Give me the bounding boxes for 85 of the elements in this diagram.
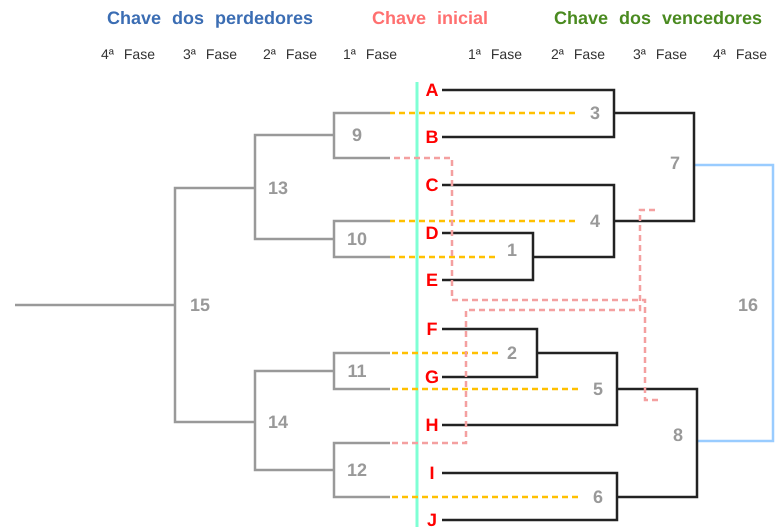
phase-label: 2ª Fase: [263, 46, 317, 62]
bracket-line: [614, 220, 655, 222]
bracket-heading: Chave dos vencedores: [554, 8, 762, 29]
match-bracket: [334, 443, 390, 497]
team-label: E: [422, 270, 442, 290]
match-bracket: [575, 90, 614, 137]
bracket-line: [617, 388, 658, 390]
match-bracket: [578, 473, 617, 520]
phase-label: 4ª Fase: [713, 46, 767, 62]
bracket-line: [442, 88, 575, 92]
match-number: 13: [268, 178, 288, 198]
match-number: 12: [346, 460, 368, 480]
match-number: 14: [268, 412, 288, 432]
match-number: 1: [507, 240, 517, 260]
bracket-line: [15, 304, 175, 306]
bracket-line: [442, 184, 575, 186]
team-label: D: [422, 223, 442, 243]
bracket-line: [442, 278, 495, 282]
dashed-line: [390, 220, 575, 222]
match-number: 2: [507, 343, 517, 363]
match-number: 6: [593, 487, 603, 507]
bracket-line: [220, 420, 255, 424]
phase-label: 3ª Fase: [183, 46, 237, 62]
bracket-line: [300, 468, 334, 472]
match-number: 7: [670, 153, 680, 173]
bracket-line: [442, 232, 495, 234]
team-label: G: [422, 367, 442, 387]
bracket-line: [697, 440, 735, 442]
bracket-line: [300, 134, 334, 136]
match-number: 4: [590, 211, 600, 231]
phase-label: 1ª Fase: [343, 46, 397, 62]
match-bracket: [175, 188, 220, 422]
phase-label: 2ª Fase: [551, 46, 605, 62]
dashed-line: [390, 256, 495, 258]
bracket-line: [694, 164, 735, 166]
bracket-line: [442, 472, 578, 474]
match-bracket: [578, 353, 617, 425]
match-bracket: [498, 329, 537, 377]
match-number: 15: [190, 295, 210, 315]
match-bracket: [334, 221, 390, 257]
match-number: 9: [352, 125, 362, 145]
bracket-heading: Chave dos perdedores: [106, 8, 314, 29]
bracket-line: [442, 136, 575, 138]
match-bracket: [575, 185, 614, 257]
bracket-line: [617, 496, 658, 498]
match-bracket: [658, 389, 697, 497]
dashed-line: [390, 208, 655, 444]
dashed-line: [390, 112, 575, 114]
match-number: 10: [346, 229, 368, 249]
match-bracket: [255, 135, 300, 239]
bracket-line: [220, 186, 255, 190]
bracket-line: [614, 112, 655, 114]
dashed-line: [390, 388, 578, 390]
bracket-line: [442, 518, 578, 522]
bracket-heading: Chave inicial: [372, 8, 488, 29]
team-label: I: [422, 463, 442, 483]
dashed-line: [390, 352, 498, 354]
match-bracket: [334, 353, 390, 389]
team-label: C: [422, 175, 442, 195]
team-label: H: [422, 415, 442, 435]
match-number: 5: [593, 379, 603, 399]
match-number: 3: [590, 103, 600, 123]
match-bracket: [495, 233, 533, 280]
bracket-line: [533, 256, 575, 258]
match-number: 8: [673, 425, 683, 445]
dashed-line: [390, 496, 578, 498]
team-label: F: [422, 319, 442, 339]
team-label: A: [422, 80, 442, 100]
phase-label: 3ª Fase: [633, 46, 687, 62]
bracket-line: [442, 424, 578, 426]
bracket-line: [300, 238, 334, 240]
team-label: J: [422, 510, 442, 530]
bracket-line: [300, 370, 334, 372]
match-bracket: [255, 371, 300, 470]
bracket-line: [442, 376, 498, 378]
bracket-line: [442, 328, 498, 330]
phase-label: 4ª Fase: [101, 46, 155, 62]
match-bracket: [655, 113, 694, 221]
match-number: 11: [347, 361, 367, 381]
match-number: 16: [738, 295, 758, 315]
bracket-line: [537, 352, 578, 354]
team-label: B: [422, 127, 442, 147]
match-bracket: [735, 165, 773, 441]
match-bracket: [334, 113, 390, 158]
phase-label: 1ª Fase: [468, 46, 522, 62]
